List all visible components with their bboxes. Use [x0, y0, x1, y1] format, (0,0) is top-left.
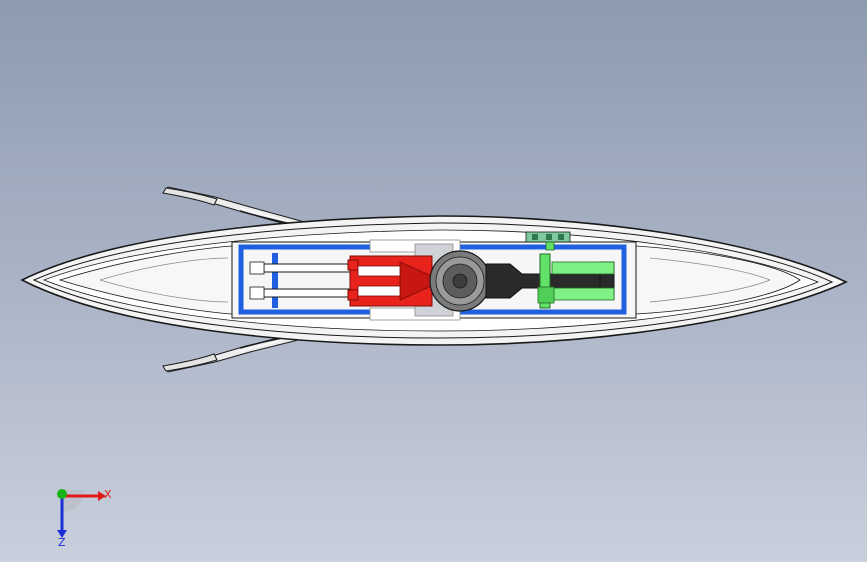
z-axis-label: Z [58, 536, 66, 548]
x-axis-label: X [104, 488, 112, 501]
red-carriage[interactable] [347, 255, 437, 307]
green-gear-assembly[interactable] [525, 231, 615, 309]
flywheel[interactable] [429, 250, 491, 312]
orientation-triad[interactable]: X Z [40, 478, 120, 548]
y-axis-dot [57, 489, 67, 499]
